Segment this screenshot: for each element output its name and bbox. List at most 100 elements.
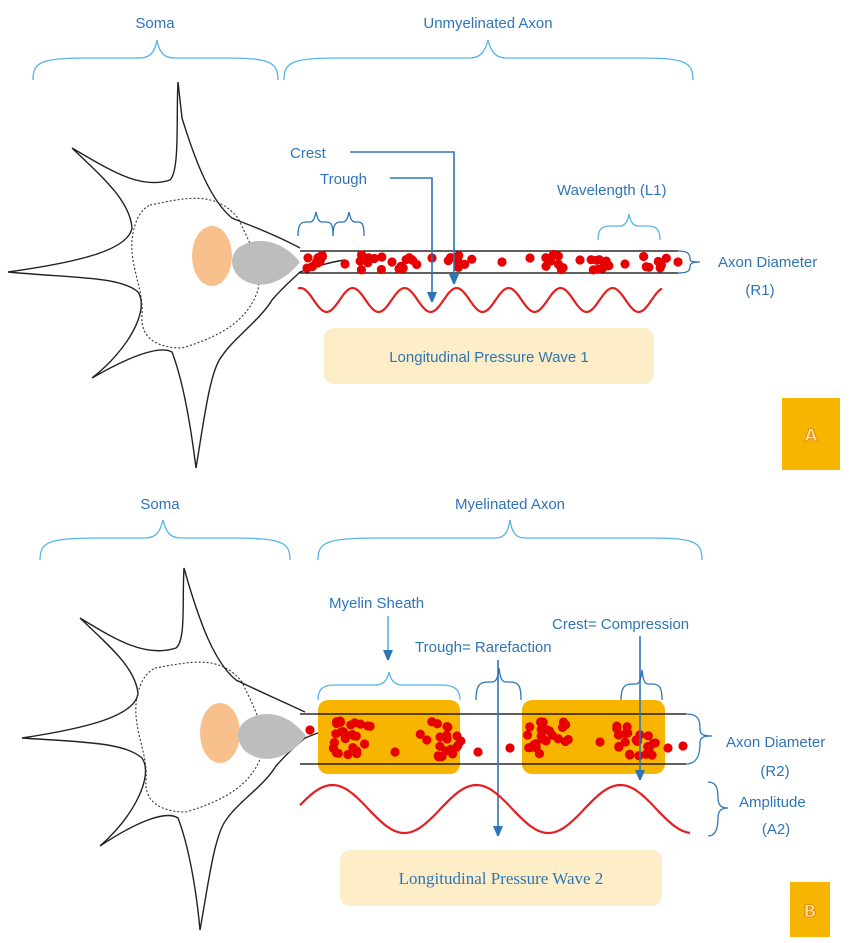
trough-pointer-arrow-icon xyxy=(390,178,432,298)
particle xyxy=(678,741,687,750)
particle xyxy=(549,250,558,259)
particle xyxy=(541,736,550,745)
wave-label: Longitudinal Pressure Wave 2 xyxy=(399,869,604,888)
particle xyxy=(330,738,339,747)
particle xyxy=(644,263,653,272)
particle xyxy=(589,265,598,274)
axon-label: Myelinated Axon xyxy=(455,496,565,513)
pressure-wave-b xyxy=(300,785,690,833)
amplitude-brace xyxy=(708,782,728,836)
axon-brace xyxy=(318,520,702,560)
particle xyxy=(467,255,476,264)
soma-label: Soma xyxy=(135,15,175,32)
particle xyxy=(559,717,568,726)
particle xyxy=(625,750,634,759)
particle xyxy=(535,749,544,758)
particles-a xyxy=(302,250,682,275)
nucleus-icon xyxy=(200,703,240,763)
particle xyxy=(663,743,672,752)
particle xyxy=(612,721,621,730)
soma-brace xyxy=(40,520,290,560)
particle xyxy=(614,730,623,739)
particle xyxy=(434,752,443,761)
particle xyxy=(473,747,482,756)
particle xyxy=(623,728,632,737)
diameter-symbol: (R1) xyxy=(745,282,774,299)
particle xyxy=(334,749,343,758)
particle xyxy=(505,743,514,752)
badge-a-text: A xyxy=(804,426,818,446)
particle xyxy=(332,719,341,728)
particle xyxy=(303,253,312,262)
trough-label: Trough xyxy=(320,171,367,188)
particle xyxy=(537,725,546,734)
particle xyxy=(412,260,421,269)
particle xyxy=(427,717,436,726)
particle xyxy=(337,727,346,736)
crest-brace xyxy=(298,212,333,236)
particle xyxy=(352,749,361,758)
particle xyxy=(454,263,463,272)
particle xyxy=(598,263,607,272)
particle xyxy=(554,734,563,743)
particle xyxy=(443,722,452,731)
soma-brace xyxy=(33,40,278,80)
wavelength-label: Wavelength (L1) xyxy=(557,182,667,199)
myelin-brace xyxy=(318,672,460,700)
particle xyxy=(545,726,554,735)
wave-label: Longitudinal Pressure Wave 1 xyxy=(389,349,589,366)
particle xyxy=(644,731,653,740)
particle xyxy=(352,732,361,741)
neuron-cell-icon xyxy=(22,568,345,930)
particle xyxy=(387,257,396,266)
neuron-cell-icon xyxy=(8,82,345,468)
particle xyxy=(377,265,386,274)
particle xyxy=(435,732,444,741)
myelin-label: Myelin Sheath xyxy=(329,595,424,612)
diameter-symbol: (R2) xyxy=(760,763,789,780)
particle xyxy=(340,259,349,268)
axon-brace xyxy=(284,40,693,80)
particle xyxy=(399,264,408,273)
amplitude-label: Amplitude xyxy=(739,794,806,811)
particle xyxy=(343,750,352,759)
particle xyxy=(554,260,563,269)
diameter-label: Axon Diameter xyxy=(726,734,825,751)
particle xyxy=(356,257,365,266)
particle xyxy=(357,265,366,274)
particle xyxy=(532,739,541,748)
panel-a: Soma Unmyelinated Axon Crest Trough Wave… xyxy=(8,15,840,470)
crest-label: Crest= Compression xyxy=(552,616,689,633)
particle xyxy=(639,252,648,261)
axon-label: Unmyelinated Axon xyxy=(423,15,552,32)
trough-label: Trough= Rarefaction xyxy=(415,639,552,656)
diameter-brace xyxy=(686,714,712,764)
amplitude-symbol: (A2) xyxy=(762,821,790,838)
particle xyxy=(452,742,461,751)
particle xyxy=(346,720,355,729)
particle xyxy=(575,255,584,264)
soma-label: Soma xyxy=(140,496,180,513)
badge-b-text: B xyxy=(804,902,817,922)
diameter-label: Axon Diameter xyxy=(718,254,817,271)
particle xyxy=(305,725,314,734)
particle xyxy=(620,259,629,268)
particle xyxy=(642,750,651,759)
trough-brace xyxy=(333,212,364,236)
wavelength-brace xyxy=(598,214,660,240)
crest-label: Crest xyxy=(290,145,327,162)
nucleus-icon xyxy=(192,226,232,286)
particle xyxy=(614,742,623,751)
pressure-wave-a xyxy=(298,288,662,312)
particle xyxy=(525,253,534,262)
particle xyxy=(364,253,373,262)
particle xyxy=(656,263,665,272)
particle xyxy=(360,739,369,748)
particle xyxy=(497,257,506,266)
particle xyxy=(595,737,604,746)
particle xyxy=(390,747,399,756)
particle xyxy=(673,257,682,266)
particle xyxy=(525,722,534,731)
particle xyxy=(422,735,431,744)
